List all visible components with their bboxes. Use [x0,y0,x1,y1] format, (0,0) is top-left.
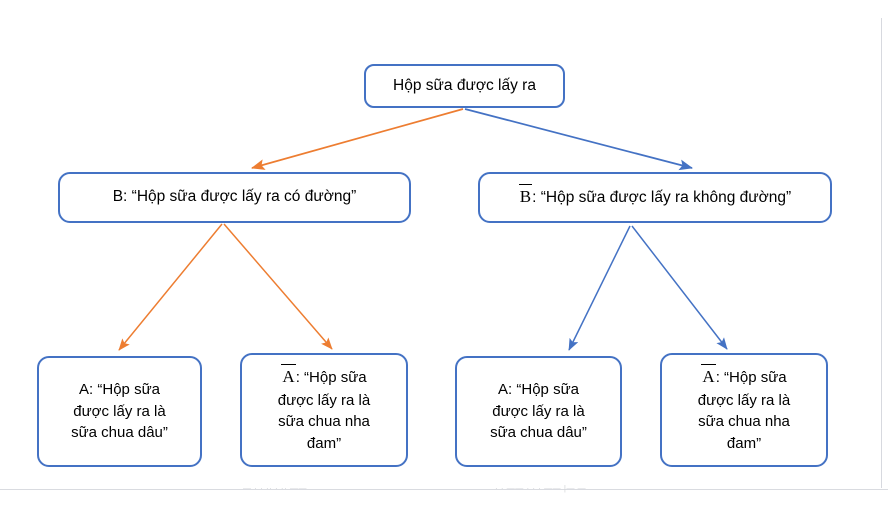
overline-symbol-a-left: A [281,363,296,390]
overline-symbol-a-right: A [701,363,716,390]
node-event-a-complement-right-line-2: được lấy ra là [697,391,791,409]
node-event-a-complement-left-line-4: đam” [306,435,342,453]
connector-root-to-b [251,108,464,170]
node-event-a-complement-right-line-3: sữa chua nha [698,413,790,431]
node-event-a-complement-right[interactable]: A: “Hộp sữa được lấy ra là sữa chua nha … [660,353,828,467]
node-event-a-complement-right-line-1: : “Hộp sữa [715,368,787,386]
connector-b-to-a-left [118,223,223,351]
node-event-a-complement-left-line-3: sữa chua nha [278,413,370,431]
node-root[interactable]: Hộp sữa được lấy ra [364,64,565,108]
footer-artifact-right: · · —— · · · —— |— — [495,484,587,493]
node-event-a-right[interactable]: A: “Hộp sữa được lấy ra là sữa chua dâu” [455,356,622,467]
connector-bbar-to-a-right [568,225,631,351]
node-root-label: Hộp sữa được lấy ra [393,76,536,94]
node-event-a-left-line-3: sữa chua dâu” [71,424,168,442]
node-event-b-complement-label: : “Hộp sữa được lấy ra không đường” [532,189,792,207]
node-event-a-complement-left-line-2: được lấy ra là [277,391,371,409]
connector-b-to-abar-left [223,223,333,350]
connector-bbar-to-abar-right [631,225,728,350]
connector-root-to-bbar [464,108,693,171]
node-event-a-right-line-2: được lấy ra là [492,402,585,420]
node-event-a-left-line-2: được lấy ra là [73,402,166,420]
footer-artifact-left: — · · ·· · ·· —— [243,484,307,493]
node-event-b[interactable]: B: “Hộp sữa được lấy ra có đường” [58,172,411,223]
node-event-a-complement-left[interactable]: A: “Hộp sữa được lấy ra là sữa chua nha … [240,353,408,467]
node-event-b-complement[interactable]: B: “Hộp sữa được lấy ra không đường” [478,172,832,223]
node-event-b-label: B: “Hộp sữa được lấy ra có đường” [112,188,357,206]
node-event-a-left[interactable]: A: “Hộp sữa được lấy ra là sữa chua dâu” [37,356,202,467]
node-event-a-right-line-3: sữa chua dâu” [490,424,587,442]
overline-symbol-b: B [518,183,533,210]
page-margin-guide-vertical [881,18,882,488]
node-event-a-complement-right-line-4: đam” [726,435,762,453]
page-footer-rule [0,489,888,490]
node-event-a-complement-left-line-1: : “Hộp sữa [295,368,367,386]
node-event-a-right-line-1: A: “Hộp sữa [498,380,579,398]
node-event-a-left-line-1: A: “Hộp sữa [79,380,160,398]
